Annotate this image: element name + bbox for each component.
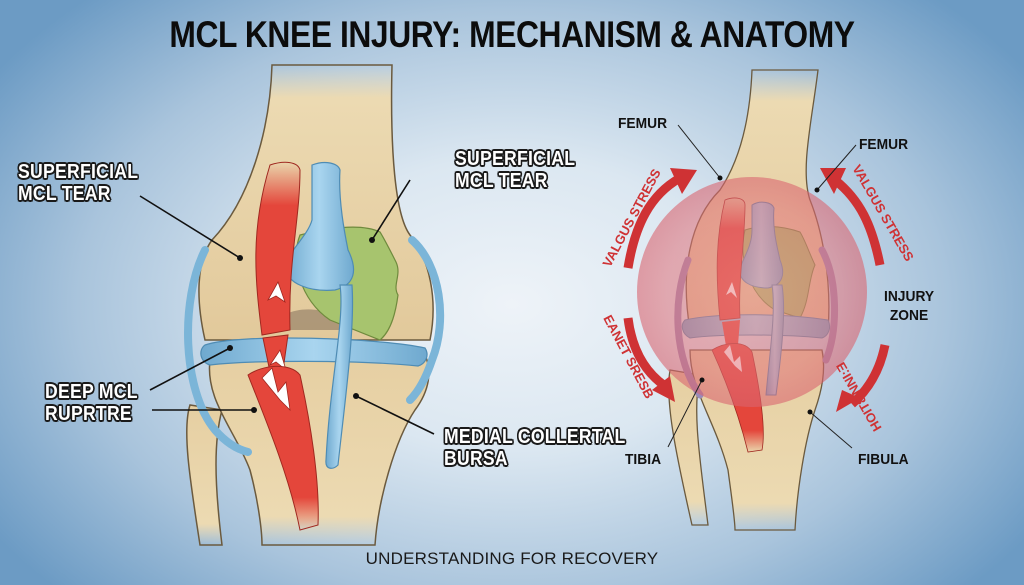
label-line: INJURY — [884, 288, 935, 305]
label-line: SUPERFICIAL — [455, 148, 576, 170]
label-femur-left: FEMUR — [618, 115, 668, 132]
blue-band — [200, 337, 428, 367]
label-tibia: TIBIA — [625, 451, 662, 468]
label-fibula: FIBULA — [858, 451, 909, 468]
page-subtitle: UNDERSTANDING FOR RECOVERY — [365, 549, 659, 568]
label-deep-mcl-rupture: DEEP MCL RUPRTRE — [45, 381, 138, 425]
blue-ligament — [325, 284, 354, 469]
left-knee-illustration — [139, 64, 445, 546]
label-superficial-mcl-tear-left: SUPERFICIAL MCL TEAR — [18, 161, 138, 205]
label-medial-collateral-bursa: MEDIAL COLLERTAL BURSA — [444, 426, 626, 470]
label-injury-zone: INJURY ZONE — [884, 287, 934, 325]
label-line: MCL TEAR — [18, 183, 111, 205]
label-line: MCL TEAR — [455, 170, 548, 192]
arrow-top-left — [623, 174, 683, 269]
label-line: ZONE — [889, 307, 929, 324]
label-line: RUPRTRE — [45, 403, 132, 425]
superficial-mcl — [255, 161, 301, 336]
arrow-bottom-left — [623, 317, 668, 390]
label-line: MEDIAL COLLERTAL — [444, 426, 626, 448]
arrow-top-right — [832, 176, 885, 266]
label-line: DEEP MCL — [45, 381, 138, 403]
label-line: BURSA — [444, 448, 508, 470]
injury-zone-circle — [637, 177, 867, 407]
label-superficial-mcl-tear-right: SUPERFICIAL MCL TEAR — [455, 148, 575, 192]
label-femur-right: FEMUR — [859, 136, 909, 153]
deep-mcl — [247, 365, 319, 531]
label-line: SUPERFICIAL — [18, 161, 139, 183]
page-title: MCL KNEE INJURY: MECHANISM & ANATOMY — [169, 14, 855, 55]
